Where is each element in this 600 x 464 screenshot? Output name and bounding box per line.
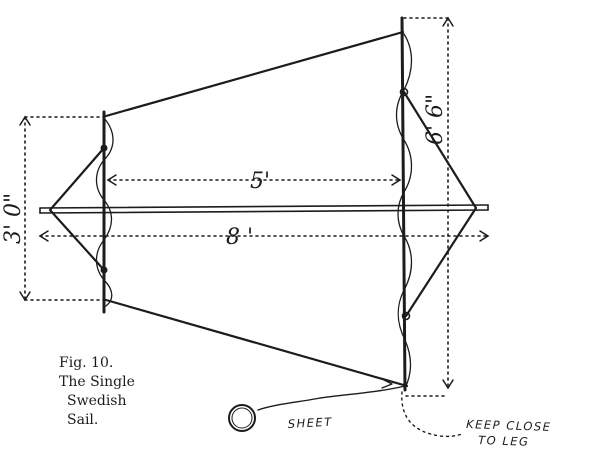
keep-close-pointer bbox=[401, 391, 463, 438]
sail-bottom-edge bbox=[104, 298, 409, 388]
sheet-arrow bbox=[381, 379, 393, 389]
dim-6ft6-label: 6' 6" bbox=[423, 94, 448, 145]
left-bridle bbox=[48, 144, 108, 274]
dim-5ft-label: 5' bbox=[250, 169, 270, 194]
sail-top-edge bbox=[104, 30, 405, 118]
right-bridle bbox=[399, 87, 478, 321]
caption-line: Fig. 10. bbox=[59, 355, 114, 371]
long-boom bbox=[395, 16, 413, 392]
caption-line: The Single bbox=[59, 374, 135, 390]
sheet-line bbox=[228, 385, 406, 432]
keep-close-label-line2: TO LEG bbox=[478, 433, 530, 449]
sheet-label: SHEET bbox=[287, 415, 333, 431]
caption-line: Sail. bbox=[67, 412, 99, 428]
spar bbox=[39, 204, 489, 214]
figure-caption: Fig. 10. The Single Swedish Sail. bbox=[59, 354, 169, 430]
dim-3ft-label: 3' 0" bbox=[1, 193, 26, 244]
dim-8ft-label: 8 ' bbox=[226, 225, 253, 250]
dimension-arrowheads bbox=[19, 16, 490, 390]
keep-close-label-line1: KEEP CLOSE bbox=[466, 417, 552, 434]
caption-line: Swedish bbox=[67, 393, 127, 409]
